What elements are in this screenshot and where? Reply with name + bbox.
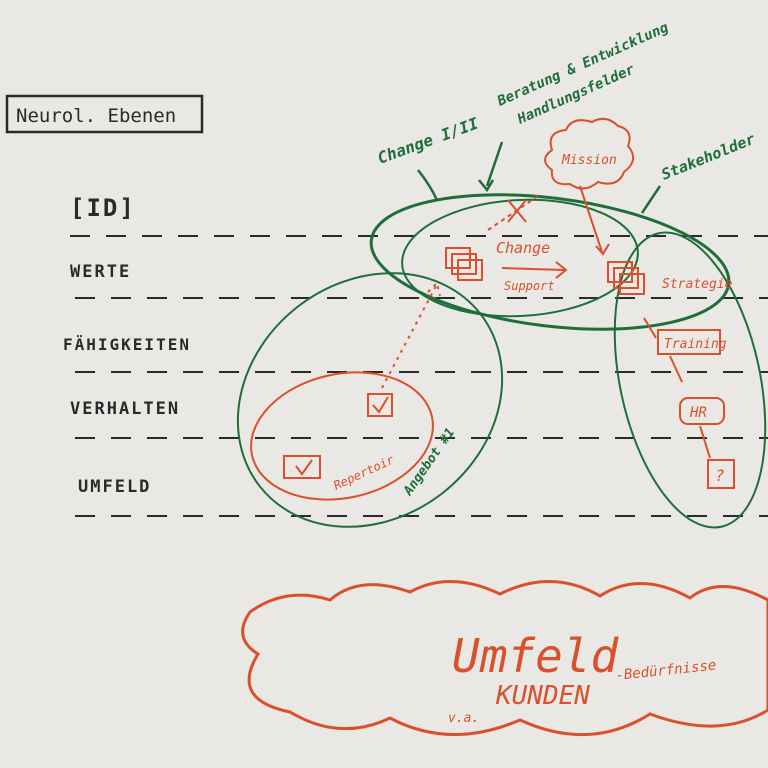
hr-arrow: [669, 355, 683, 383]
hr-label: HR: [689, 405, 707, 421]
repertoir-ellipse: [250, 371, 434, 501]
title-box: Neurol. Ebenen: [5, 94, 204, 134]
level-label-werte: WERTE: [70, 262, 131, 282]
document-stack-icon: [445, 247, 483, 281]
green-leaders: [417, 141, 662, 214]
cloud-sub-main: KUNDEN: [495, 681, 590, 711]
question-arrow: [699, 425, 711, 459]
support-label: Support: [504, 279, 555, 293]
leader-note: [478, 141, 504, 193]
level-labels: [ID] WERTE FÄHIGKEITEN VERHALTEN UMFELD: [63, 194, 191, 497]
mission-cloud-icon: [544, 117, 635, 190]
title-text: Neurol. Ebenen: [16, 105, 176, 127]
change-arrow-icon: [501, 261, 568, 279]
strategie-label: Strategie: [662, 277, 733, 292]
checkbox-icon: [283, 455, 321, 479]
change-loop-inner: [401, 198, 639, 318]
cloud-sub-prefix: v.a.: [448, 711, 479, 726]
training-label: Training: [664, 337, 727, 352]
leader-stakeholder: [640, 185, 662, 214]
level-label-faehigkeiten: FÄHIGKEITEN: [63, 335, 191, 354]
mission-arrow: [579, 185, 610, 256]
training-arrow: [643, 317, 657, 339]
checkbox-icon: [367, 393, 393, 417]
leader-change: [417, 169, 439, 201]
green-enclosures: [236, 193, 767, 529]
dotted-arrow-up: [381, 281, 441, 389]
mission-label: Mission: [561, 153, 617, 168]
level-label-id: [ID]: [70, 194, 136, 222]
question-label: ?: [715, 466, 725, 485]
stakeholder-ellipse: [613, 231, 767, 529]
cross-mark-icon: [507, 199, 527, 223]
cloud-title: Umfeld: [452, 629, 619, 683]
training-box: [657, 329, 721, 355]
document-stack-icon: [607, 261, 645, 295]
question-box: [707, 459, 735, 489]
hr-box: [679, 397, 725, 425]
level-label-umfeld: UMFELD: [78, 477, 151, 497]
crossed-arrow: [487, 195, 539, 231]
level-label-verhalten: VERHALTEN: [70, 399, 180, 419]
change-center-label: Change: [496, 239, 550, 257]
